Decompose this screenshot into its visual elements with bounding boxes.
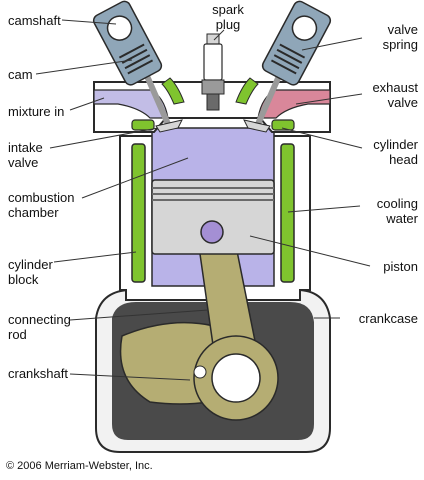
head-water-left (131, 119, 155, 131)
head-water-mid-right (235, 77, 259, 105)
cooling-water-label: cooling water (376, 196, 418, 226)
exhaust-cam-housing (261, 0, 332, 86)
cylinder-head-label: cylinder head (373, 137, 418, 167)
combustion-chamber-label: combustion chamber (8, 190, 75, 220)
head-water-right (271, 119, 295, 131)
connecting-rod-label: connecting rod (8, 312, 71, 342)
cooling-water-left (131, 143, 146, 283)
piston-label: piston (383, 259, 418, 274)
crankshaft-label: crankshaft (8, 366, 68, 381)
mixture-in-label: mixture in (8, 104, 65, 119)
head-water-mid-left (161, 77, 185, 105)
spark-plug-label: spark plug (212, 2, 244, 32)
camshaft-label: camshaft (8, 13, 61, 28)
intake-valve-head (155, 119, 183, 133)
cam-label: cam (8, 67, 33, 82)
spark-plug (201, 33, 225, 111)
intake-valve-label: intake valve (8, 140, 43, 170)
exhaust-valve-label: exhaust valve (372, 80, 418, 110)
copyright-notice: © 2006 Merriam-Webster, Inc. (6, 460, 153, 472)
cooling-water-right (280, 143, 295, 283)
cylinder-block-label: cylinder block (8, 257, 53, 287)
valve-spring-label: valve spring (382, 22, 418, 52)
intake-cam-housing (92, 0, 163, 86)
crank-journal (211, 353, 261, 403)
piston (151, 179, 275, 255)
leader-lines (35, 19, 371, 381)
crankcase-label: crankcase (358, 311, 418, 326)
exhaust-valve-head (243, 119, 271, 133)
